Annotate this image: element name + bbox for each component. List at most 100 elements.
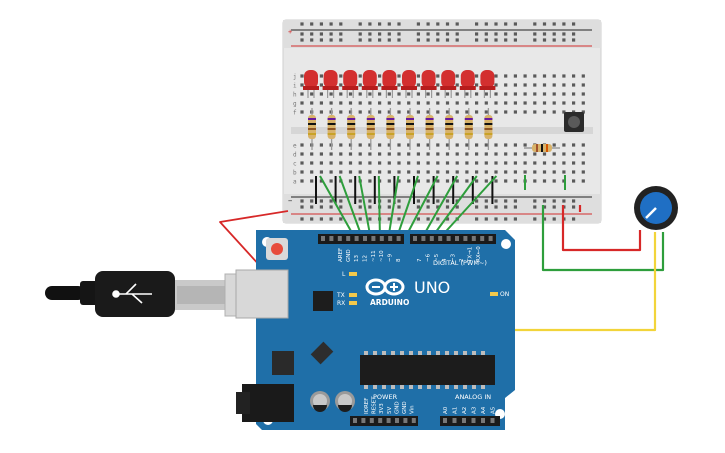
wire[interactable] [429, 175, 478, 241]
breadboard-hole[interactable] [426, 110, 430, 114]
rail-hole[interactable] [358, 32, 362, 36]
breadboard-hole[interactable] [310, 101, 314, 105]
breadboard-hole[interactable] [319, 101, 323, 105]
breadboard-hole[interactable] [358, 83, 362, 87]
rail-hole[interactable] [397, 38, 401, 42]
rail-hole[interactable] [552, 205, 556, 209]
rail-hole[interactable] [426, 32, 430, 36]
breadboard-hole[interactable] [455, 110, 459, 114]
rail-hole[interactable] [542, 217, 547, 221]
breadboard-hole[interactable] [358, 170, 362, 174]
breadboard-hole[interactable] [300, 110, 304, 114]
rail-hole[interactable] [300, 22, 304, 26]
rail-hole[interactable] [397, 32, 401, 36]
rail-hole[interactable] [475, 22, 479, 26]
breadboard-hole[interactable] [475, 170, 479, 174]
breadboard-hole[interactable] [513, 170, 517, 174]
breadboard-hole[interactable] [436, 179, 440, 183]
rail-hole[interactable] [368, 38, 372, 42]
rail-hole[interactable] [329, 199, 333, 203]
breadboard-hole[interactable] [533, 74, 537, 78]
breadboard-hole[interactable] [329, 170, 333, 174]
breadboard-hole[interactable] [542, 83, 547, 87]
breadboard-hole[interactable] [300, 83, 304, 87]
rail-hole[interactable] [300, 199, 304, 203]
breadboard-hole[interactable] [310, 152, 314, 156]
rail-hole[interactable] [504, 199, 508, 203]
breadboard-hole[interactable] [407, 92, 411, 96]
breadboard-hole[interactable] [542, 152, 547, 156]
rail-hole[interactable] [552, 199, 556, 203]
breadboard-hole[interactable] [426, 152, 430, 156]
breadboard-hole[interactable] [562, 101, 566, 105]
led[interactable] [479, 70, 496, 98]
potentiometer[interactable] [634, 186, 678, 230]
breadboard-hole[interactable] [319, 179, 323, 183]
rail-hole[interactable] [533, 205, 537, 209]
breadboard-hole[interactable] [407, 179, 411, 183]
breadboard-hole[interactable] [416, 74, 420, 78]
rail-hole[interactable] [445, 205, 450, 209]
breadboard-hole[interactable] [523, 143, 527, 147]
breadboard-hole[interactable] [504, 92, 508, 96]
rail-hole[interactable] [319, 38, 323, 42]
breadboard-hole[interactable] [542, 110, 547, 114]
rail-hole[interactable] [455, 22, 459, 26]
breadboard-hole[interactable] [572, 83, 576, 87]
rail-hole[interactable] [445, 32, 450, 36]
rail-hole[interactable] [572, 38, 576, 42]
led[interactable] [303, 70, 319, 98]
rail-hole[interactable] [387, 22, 391, 26]
breadboard-hole[interactable] [542, 92, 547, 96]
breadboard-hole[interactable] [300, 179, 304, 183]
breadboard-hole[interactable] [319, 152, 323, 156]
led[interactable] [459, 70, 476, 98]
breadboard-hole[interactable] [445, 170, 450, 174]
breadboard-hole[interactable] [494, 101, 498, 105]
rail-hole[interactable] [494, 38, 498, 42]
breadboard-hole[interactable] [445, 179, 450, 183]
breadboard-hole[interactable] [484, 179, 488, 183]
rail-hole[interactable] [436, 217, 440, 221]
rail-hole[interactable] [542, 32, 547, 36]
breadboard-hole[interactable] [572, 179, 576, 183]
rail-hole[interactable] [542, 22, 547, 26]
breadboard-hole[interactable] [552, 179, 556, 183]
rail-hole[interactable] [484, 22, 488, 26]
pushbutton[interactable] [564, 112, 584, 132]
rail-hole[interactable] [310, 205, 314, 209]
breadboard-hole[interactable] [494, 110, 498, 114]
breadboard-hole[interactable] [348, 170, 353, 174]
rail-hole[interactable] [387, 32, 391, 36]
breadboard-hole[interactable] [504, 152, 508, 156]
breadboard-hole[interactable] [329, 101, 333, 105]
breadboard-hole[interactable] [455, 101, 459, 105]
rail-hole[interactable] [319, 205, 323, 209]
rail-hole[interactable] [436, 22, 440, 26]
breadboard-hole[interactable] [416, 170, 420, 174]
breadboard-hole[interactable] [319, 74, 323, 78]
breadboard-hole[interactable] [562, 152, 566, 156]
breadboard-hole[interactable] [358, 152, 362, 156]
breadboard-hole[interactable] [484, 170, 488, 174]
rail-hole[interactable] [572, 32, 576, 36]
rail-hole[interactable] [572, 205, 576, 209]
rail-hole[interactable] [426, 199, 430, 203]
breadboard-hole[interactable] [416, 83, 420, 87]
breadboard-hole[interactable] [319, 170, 323, 174]
rail-hole[interactable] [494, 199, 498, 203]
rail-hole[interactable] [310, 32, 314, 36]
rail-hole[interactable] [358, 22, 362, 26]
rail-hole[interactable] [368, 217, 372, 221]
breadboard-hole[interactable] [581, 83, 585, 87]
wire[interactable] [319, 175, 357, 241]
rail-hole[interactable] [513, 32, 517, 36]
breadboard-hole[interactable] [339, 143, 343, 147]
rail-hole[interactable] [484, 38, 488, 42]
breadboard-hole[interactable] [358, 161, 362, 165]
breadboard-hole[interactable] [504, 161, 508, 165]
breadboard-hole[interactable] [533, 92, 537, 96]
breadboard-hole[interactable] [300, 92, 304, 96]
breadboard-hole[interactable] [300, 143, 304, 147]
breadboard-hole[interactable] [465, 152, 469, 156]
